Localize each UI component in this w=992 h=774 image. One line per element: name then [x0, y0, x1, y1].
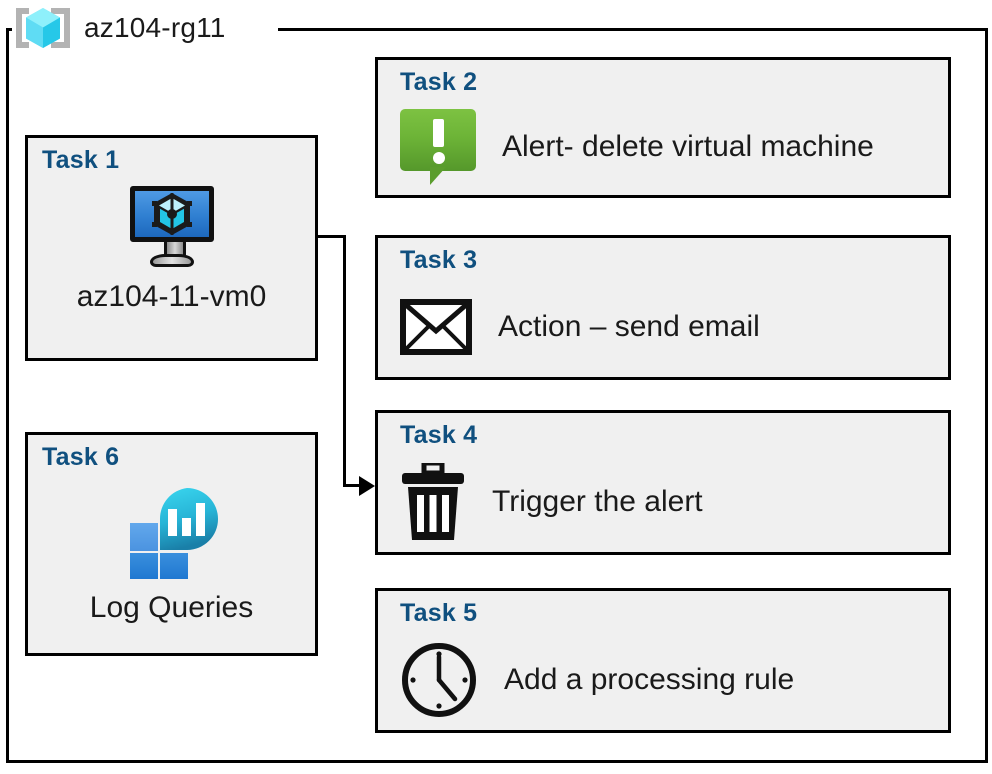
task-3-label: Task 3	[400, 246, 478, 274]
task-1-caption: az104-11-vm0	[76, 280, 267, 313]
resource-group-name: az104-rg11	[84, 12, 226, 43]
resource-group-cube-icon	[12, 2, 74, 54]
task-4-box[interactable]: Task 4 Trigger the alert	[375, 410, 951, 555]
task-5-label: Task 5	[400, 599, 478, 627]
task-4-label: Task 4	[400, 421, 478, 449]
task-4-text: Trigger the alert	[492, 484, 703, 518]
connector-vertical	[343, 235, 346, 487]
resource-group-frame	[6, 28, 988, 763]
clock-icon	[400, 641, 478, 719]
task-5-text: Add a processing rule	[504, 662, 795, 696]
task-2-label: Task 2	[400, 68, 478, 96]
virtual-machine-icon	[124, 186, 220, 270]
task-6-label: Task 6	[42, 443, 120, 471]
task-6-caption: Log Queries	[89, 591, 254, 624]
resource-group-title: az104-rg11	[12, 2, 232, 54]
task-6-box[interactable]: Task 6	[25, 432, 318, 656]
alert-bubble-icon	[400, 108, 476, 185]
task-2-box[interactable]: Task 2 Alert- delete virtual machine	[375, 57, 951, 198]
resource-group-frame-top-right	[278, 28, 988, 31]
task-1-box[interactable]: Task 1 az10	[25, 135, 318, 361]
connector-horizontal-bottom	[343, 484, 371, 487]
task-3-box[interactable]: Task 3 Action – send email	[375, 235, 951, 380]
connector-arrowhead	[359, 476, 375, 496]
task-5-box[interactable]: Task 5 Add a processing rule	[375, 588, 951, 733]
envelope-icon	[400, 298, 472, 355]
task-2-text: Alert- delete virtual machine	[502, 129, 874, 163]
log-queries-icon	[117, 483, 227, 581]
task-1-label: Task 1	[42, 146, 120, 174]
task-3-text: Action – send email	[498, 309, 760, 343]
trash-can-icon	[400, 460, 466, 541]
